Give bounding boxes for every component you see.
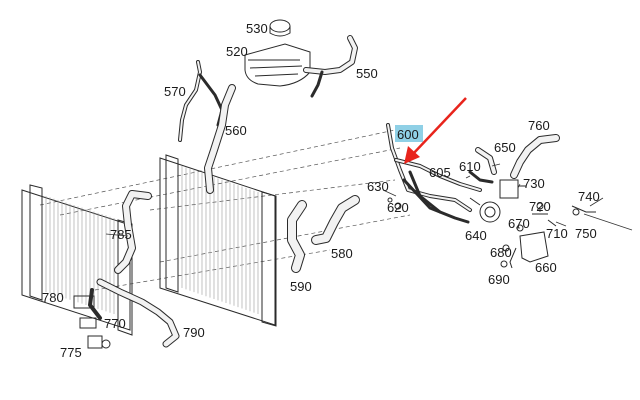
hose-570 [178,60,224,142]
label-710: 710 [546,226,568,241]
label-760: 760 [528,118,550,133]
hose-590 [287,200,307,273]
label-605: 605 [429,165,451,180]
label-740: 740 [578,189,600,204]
hose-550 [303,35,358,98]
label-600: 600 [397,127,419,142]
label-670: 670 [508,216,530,231]
label-680: 680 [490,245,512,260]
label-780: 780 [42,290,64,305]
label-770: 770 [104,316,126,331]
label-690: 690 [488,272,510,287]
label-610: 610 [459,159,481,174]
hose-785 [114,190,152,274]
label-560: 560 [225,123,247,138]
hose-790 [88,278,180,348]
pump-640 [469,197,501,223]
label-630: 630 [367,179,389,194]
bracket-660 [509,231,549,269]
hose-560 [204,84,236,194]
bracket-parts [73,295,111,349]
label-730: 730 [523,176,545,191]
label-530: 530 [246,21,268,36]
label-720: 720 [529,199,551,214]
rear-radiator [159,154,277,327]
label-785: 785 [110,227,132,242]
label-550: 550 [356,66,378,81]
alignment-lines [39,129,411,291]
label-520: 520 [226,44,248,59]
label-750: 750 [575,226,597,241]
label-790: 790 [183,325,205,340]
coolant-pipe-600 [386,123,482,224]
red-arrow-icon [404,97,467,164]
label-640: 640 [465,228,487,243]
label-590: 590 [290,279,312,294]
label-650: 650 [494,140,516,155]
hose-760 [510,134,560,179]
highlight-box [395,125,423,142]
leader-lines [105,163,633,237]
label-620: 620 [387,200,409,215]
part-labels: 530 520 550 570 560 600 760 650 610 605 … [42,21,600,360]
label-570: 570 [164,84,186,99]
label-660: 660 [535,260,557,275]
hose-650 [468,147,497,184]
label-775: 775 [60,345,82,360]
front-radiator [21,184,133,336]
label-580: 580 [331,246,353,261]
hose-580 [311,195,360,245]
